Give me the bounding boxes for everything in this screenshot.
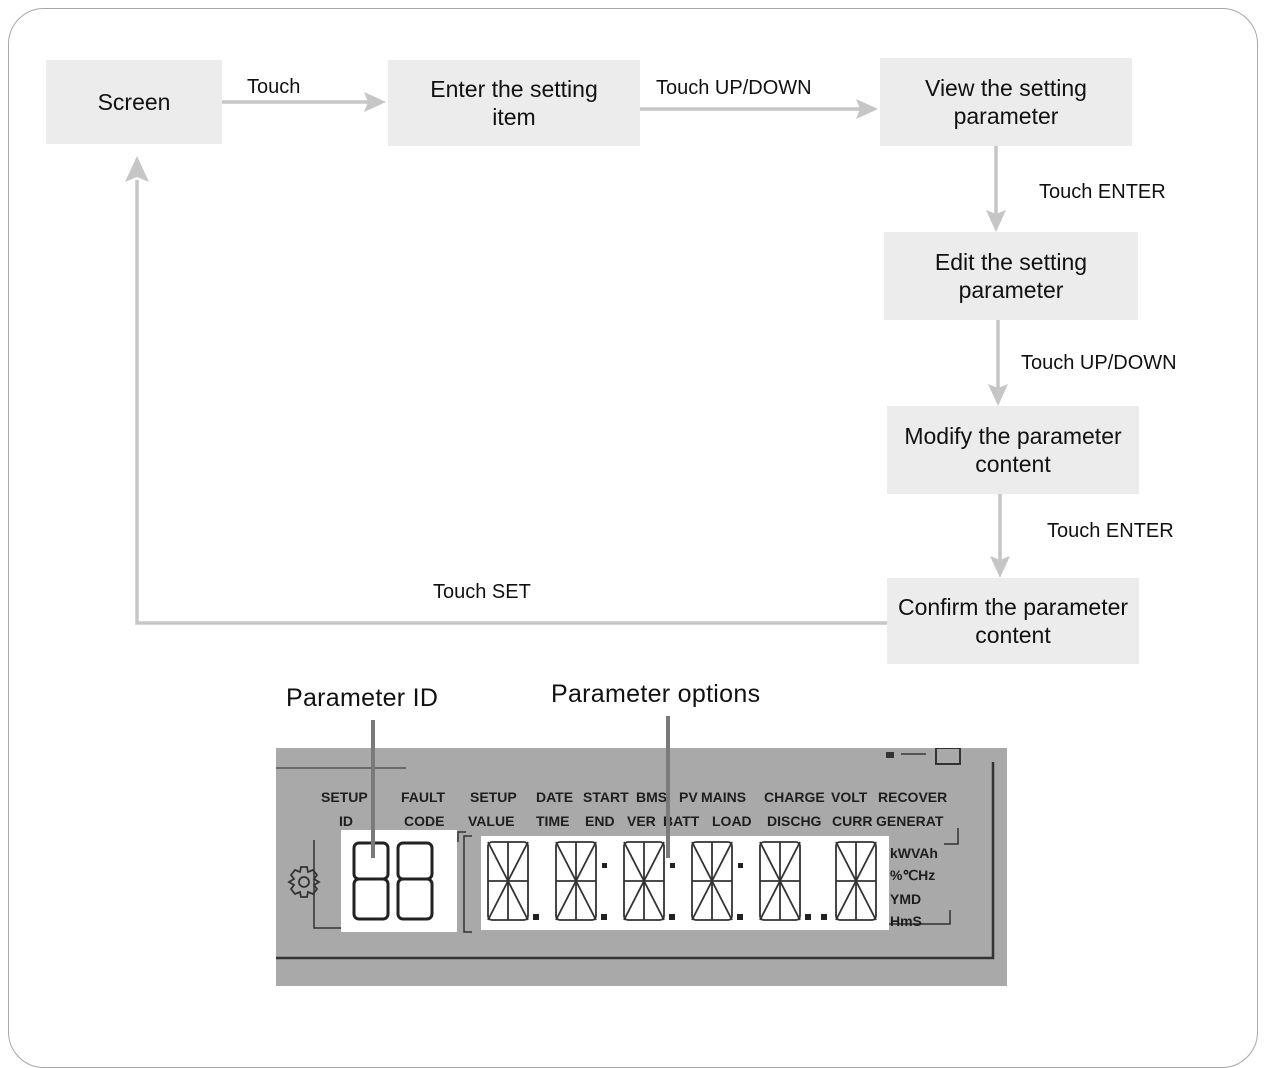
confirm-parameter-content-box: Confirm the parameter content	[887, 578, 1139, 664]
arrow-confirm-to-screen	[135, 180, 887, 625]
lcd-unit-kwvah: kWVAh	[890, 845, 938, 861]
lcd-unit-percent-c-hz: %℃Hz	[890, 867, 935, 883]
lcd-label-recover: RECOVER	[878, 789, 947, 805]
lcd-label-fault: FAULT	[401, 789, 446, 805]
lcd-label-generat: GENERAT	[876, 813, 944, 829]
lcd-label-curr: CURR	[832, 813, 872, 829]
lcd-display: SETUP FAULT SETUP DATE START BMS PV MAIN…	[276, 748, 1007, 986]
flow-arrows	[125, 92, 1010, 625]
label-touch-set: Touch SET	[433, 581, 531, 603]
edit-setting-parameter-box: Edit the setting parameter	[884, 232, 1138, 320]
lcd-units: kWVAh %℃Hz YMD HmS	[890, 845, 938, 929]
lcd-label-value: VALUE	[468, 813, 514, 829]
parameter-options-digits	[487, 841, 877, 921]
lcd-label-time: TIME	[536, 813, 569, 829]
label-touch-enter-1: Touch ENTER	[1039, 181, 1166, 203]
edit-setting-parameter-label: Edit the setting parameter	[934, 249, 1088, 303]
lcd-label-dischg: DISCHG	[767, 813, 822, 829]
screen-box: Screen	[46, 60, 222, 144]
label-touch-up-down-2: Touch UP/DOWN	[1021, 352, 1177, 374]
lcd-label-charge: CHARGE	[764, 789, 825, 805]
lcd-label-batt: BATT	[663, 813, 700, 829]
label-touch: Touch	[247, 76, 301, 98]
lcd-label-setup: SETUP	[321, 789, 368, 805]
enter-setting-item-label: Enter the setting item	[430, 76, 598, 130]
enter-setting-item-box: Enter the setting item	[388, 60, 640, 146]
lcd-label-end: END	[585, 813, 615, 829]
label-touch-up-down-1: Touch UP/DOWN	[656, 77, 812, 99]
view-setting-parameter-box: View the setting parameter	[880, 58, 1132, 146]
view-setting-parameter-label: View the setting parameter	[925, 75, 1087, 129]
lcd-label-load: LOAD	[712, 813, 752, 829]
lcd-label-ver: VER	[627, 813, 656, 829]
lcd-unit-hms: HmS	[890, 913, 922, 929]
parameter-id-callout: Parameter ID	[286, 684, 439, 712]
lcd-label-code: CODE	[404, 813, 444, 829]
lcd-label-volt: VOLT	[831, 789, 868, 805]
lcd-label-pv: PV	[679, 789, 698, 805]
confirm-parameter-content-label: Confirm the parameter content	[897, 594, 1129, 648]
lcd-label-rows: SETUP FAULT SETUP DATE START BMS PV MAIN…	[321, 789, 947, 829]
lcd-label-id: ID	[339, 813, 353, 829]
gear-icon	[287, 866, 321, 898]
screen-box-label: Screen	[97, 89, 171, 115]
lcd-separators	[533, 863, 827, 920]
modify-parameter-content-box: Modify the parameter content	[887, 406, 1139, 494]
label-touch-enter-2: Touch ENTER	[1047, 520, 1174, 542]
lcd-label-date: DATE	[536, 789, 573, 805]
lcd-label-bms: BMS	[636, 789, 667, 805]
parameter-options-callout: Parameter options	[551, 680, 761, 708]
callout-lines	[371, 716, 670, 858]
lcd-unit-ymd: YMD	[890, 891, 921, 907]
lcd-label-start: START	[583, 789, 629, 805]
modify-parameter-content-label: Modify the parameter content	[904, 423, 1122, 477]
lcd-label-setup-2: SETUP	[470, 789, 517, 805]
lcd-label-mains: MAINS	[701, 789, 746, 805]
